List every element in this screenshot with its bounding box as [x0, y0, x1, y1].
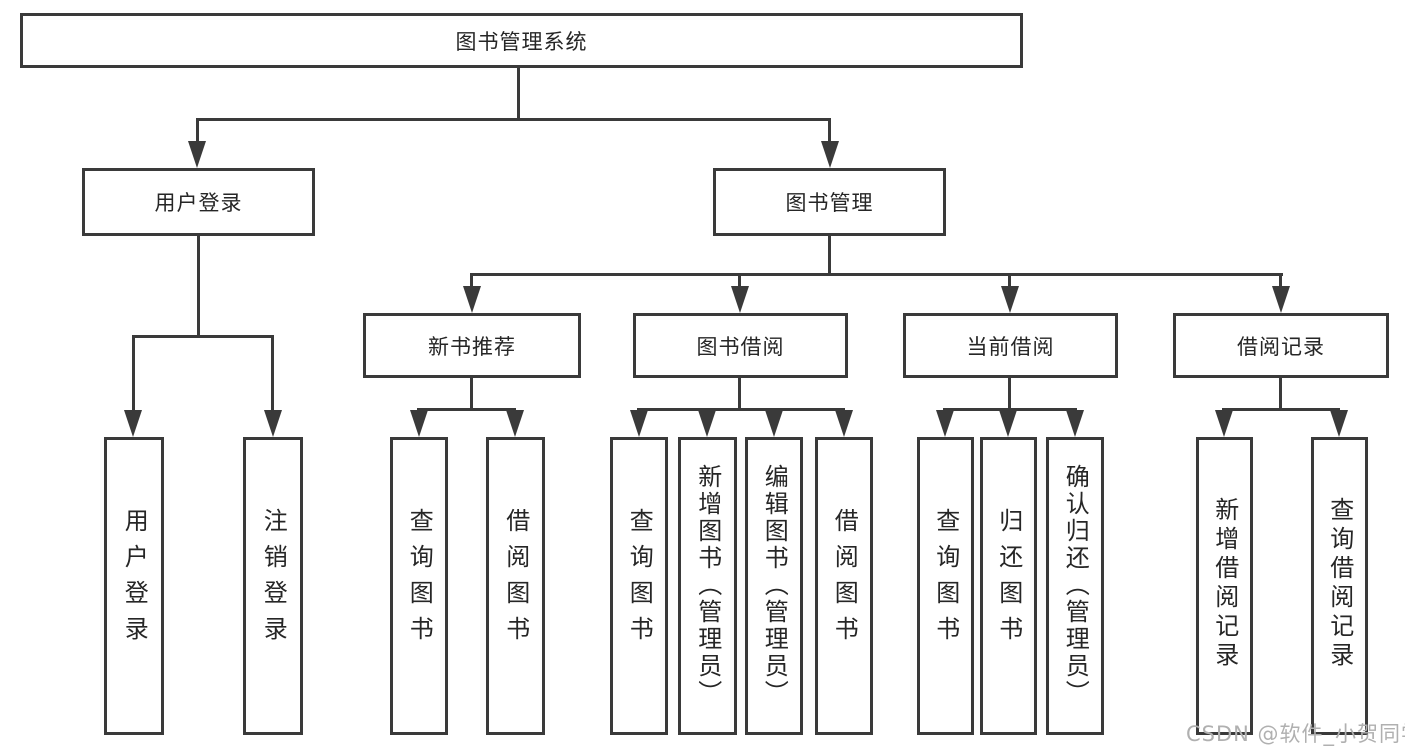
- arrow-down-icon: [463, 286, 481, 313]
- node-label: 编辑图书（管理员）: [760, 463, 789, 707]
- connector-line: [1008, 273, 1011, 288]
- node-borrow-books: 借阅图书: [815, 437, 873, 735]
- arrow-down-icon: [835, 410, 853, 437]
- arrow-down-icon: [731, 286, 749, 313]
- node-label: 图书管理系统: [455, 29, 588, 54]
- node-label: 新增借阅记录: [1210, 497, 1239, 671]
- node-user-login: 用户登录: [104, 437, 164, 735]
- node-edit-books-admin: 编辑图书（管理员）: [745, 437, 803, 735]
- connector-line: [271, 335, 274, 412]
- connector-line: [1279, 273, 1282, 288]
- connector-line: [196, 118, 199, 143]
- connector-line: [828, 118, 831, 143]
- node-label: 查询图书: [625, 508, 654, 652]
- connector-line: [738, 378, 741, 408]
- connector-line: [517, 68, 520, 121]
- node-library-management-system: 图书管理系统: [20, 13, 1023, 68]
- arrow-down-icon: [1330, 410, 1348, 437]
- connector-line: [738, 273, 741, 288]
- connector-line: [197, 236, 200, 335]
- node-label: 新书推荐: [428, 334, 516, 359]
- node-borrowing-records: 借阅记录: [1173, 313, 1389, 378]
- connector-line: [1222, 408, 1340, 411]
- node-query-books: 查询图书: [390, 437, 448, 735]
- arrow-down-icon: [1066, 410, 1084, 437]
- arrow-down-icon: [264, 410, 282, 437]
- arrow-down-icon: [698, 410, 716, 437]
- node-logout: 注销登录: [243, 437, 303, 735]
- node-label: 用户登录: [154, 191, 243, 215]
- node-label: 当前借阅: [966, 334, 1055, 359]
- arrow-down-icon: [188, 141, 206, 168]
- connector-line: [417, 408, 516, 411]
- node-return-books: 归还图书: [980, 437, 1037, 735]
- connector-line: [470, 378, 473, 408]
- connector-line: [196, 118, 831, 121]
- arrow-down-icon: [630, 410, 648, 437]
- arrow-down-icon: [765, 410, 783, 437]
- node-label: 用户登录: [120, 508, 149, 652]
- arrow-down-icon: [1215, 410, 1233, 437]
- node-current-borrowing: 当前借阅: [903, 313, 1118, 378]
- node-label: 查询图书: [931, 508, 960, 652]
- connector-line: [1279, 378, 1282, 408]
- node-label: 图书借阅: [696, 334, 785, 359]
- node-user-login-group: 用户登录: [82, 168, 315, 236]
- arrow-down-icon: [506, 410, 524, 437]
- node-book-management: 图书管理: [713, 168, 946, 236]
- arrow-down-icon: [999, 410, 1017, 437]
- node-query-borrowing-record: 查询借阅记录: [1311, 437, 1368, 735]
- node-label: 查询图书: [405, 508, 434, 652]
- connector-line: [132, 335, 274, 338]
- node-label: 归还图书: [994, 508, 1023, 652]
- node-book-borrowing: 图书借阅: [633, 313, 848, 378]
- node-label: 确认归还（管理员）: [1061, 463, 1090, 707]
- connector-line: [132, 335, 135, 412]
- node-query-books: 查询图书: [917, 437, 974, 735]
- node-query-books: 查询图书: [610, 437, 668, 735]
- node-label: 图书管理: [785, 191, 874, 215]
- node-label: 新增图书（管理员）: [693, 463, 722, 707]
- node-label: 查询借阅记录: [1325, 497, 1354, 671]
- arrow-down-icon: [1272, 286, 1290, 313]
- node-borrow-books: 借阅图书: [486, 437, 545, 735]
- node-new-book-recommendation: 新书推荐: [363, 313, 581, 378]
- node-label: 借阅图书: [830, 508, 859, 652]
- connector-line: [1008, 378, 1011, 408]
- connector-line: [637, 408, 845, 411]
- connector-line: [470, 273, 1283, 276]
- connector-line: [470, 273, 473, 288]
- csdn-watermark: CSDN @软件_小贺同学: [1186, 722, 1405, 746]
- node-add-books-admin: 新增图书（管理员）: [678, 437, 737, 735]
- arrow-down-icon: [410, 410, 428, 437]
- node-label: 注销登录: [259, 508, 288, 652]
- connector-line: [828, 236, 831, 273]
- node-label: 借阅图书: [501, 508, 530, 652]
- node-confirm-return-admin: 确认归还（管理员）: [1046, 437, 1104, 735]
- node-label: 借阅记录: [1237, 334, 1325, 359]
- arrow-down-icon: [124, 410, 142, 437]
- node-add-borrowing-record: 新增借阅记录: [1196, 437, 1253, 735]
- arrow-down-icon: [1001, 286, 1019, 313]
- arrow-down-icon: [821, 141, 839, 168]
- arrow-down-icon: [936, 410, 954, 437]
- connector-line: [943, 408, 1077, 411]
